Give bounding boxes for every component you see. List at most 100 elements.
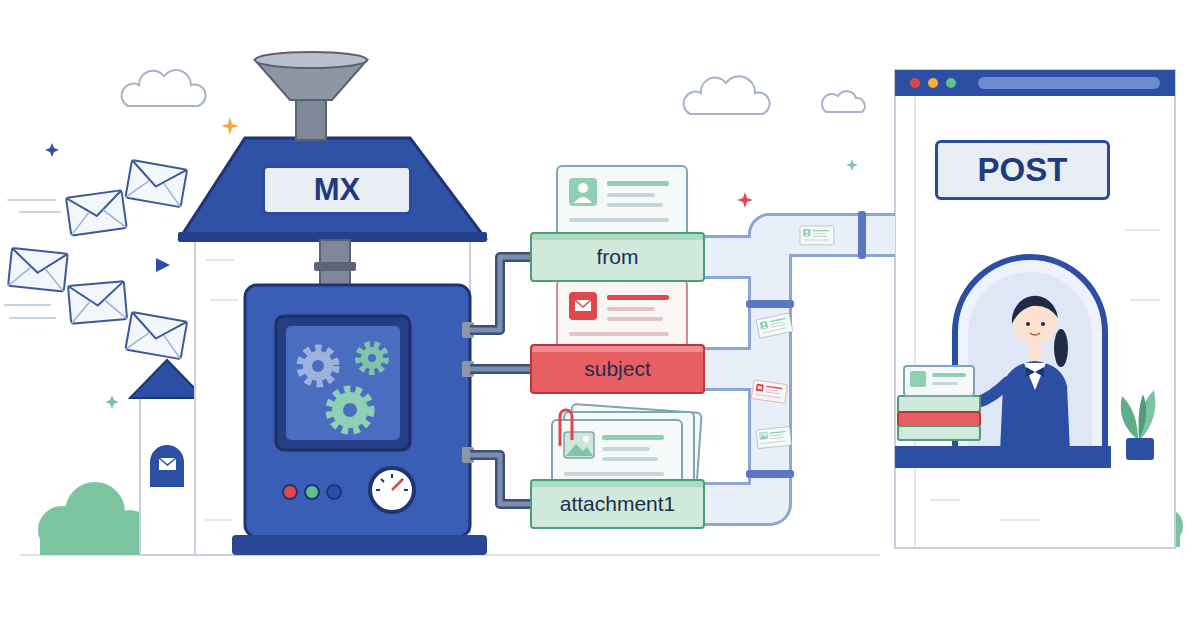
feed-pipe <box>470 367 530 372</box>
sorting-machine <box>301 349 335 383</box>
cloud <box>684 76 770 114</box>
flying-envelope <box>68 281 127 324</box>
small-house <box>130 360 204 398</box>
sorting-machine <box>361 347 383 369</box>
tray-card <box>560 410 572 446</box>
motion-arrow <box>156 258 170 272</box>
card-stack <box>932 382 958 385</box>
speed-line <box>8 199 55 201</box>
post-office <box>1130 299 1160 301</box>
sparkle <box>221 117 239 135</box>
post-office <box>930 499 960 501</box>
pipe-outline <box>470 455 530 504</box>
card-in-pipe <box>800 226 834 245</box>
sorting-machine <box>305 485 319 499</box>
plant <box>1121 390 1156 460</box>
card-stack <box>898 426 980 440</box>
feed-tube <box>314 240 356 288</box>
post-office <box>914 96 916 546</box>
small-house <box>140 392 198 555</box>
post-office <box>895 70 1175 548</box>
card-in-pipe <box>751 226 833 449</box>
sparkle <box>45 143 59 157</box>
sorting-machine <box>359 345 385 371</box>
subject-tray: subject <box>530 344 705 394</box>
sparkle <box>105 395 119 409</box>
cloud <box>122 70 206 106</box>
clerk <box>1026 322 1030 326</box>
cloud <box>122 70 865 114</box>
building <box>195 232 470 555</box>
sorting-machine <box>343 403 357 417</box>
clerk <box>1030 333 1040 335</box>
pipe-outline <box>705 235 895 504</box>
pipe-clamp <box>746 470 794 478</box>
sorting-machine <box>232 285 487 555</box>
feed-tube <box>314 262 356 271</box>
clerk <box>1000 361 1070 452</box>
speed-line <box>10 317 55 319</box>
sorting-machine <box>381 479 384 482</box>
funnel <box>255 52 367 68</box>
building <box>205 519 232 521</box>
clerk <box>1026 367 1044 377</box>
pipe-outline <box>470 257 530 330</box>
sorting-machine <box>359 345 385 371</box>
funnel <box>296 98 326 140</box>
card-stack <box>904 366 974 396</box>
pipe-clamp <box>746 300 794 308</box>
sorting-machine <box>303 351 333 381</box>
sorting-machine <box>368 354 376 362</box>
sorting-machine <box>391 474 393 478</box>
post-office <box>930 230 1160 520</box>
sorting-machine <box>376 489 380 491</box>
post-office <box>895 70 1175 548</box>
cloud <box>822 91 865 112</box>
transfer-pipe <box>705 235 895 504</box>
flying-envelope <box>8 160 187 359</box>
card-stack <box>932 373 966 377</box>
speed-line <box>20 211 60 213</box>
sorting-machine <box>332 392 368 428</box>
clerk <box>969 296 1070 452</box>
sparkle <box>737 192 753 208</box>
post-office <box>1125 229 1160 231</box>
building <box>205 260 238 520</box>
tray-card <box>552 166 702 492</box>
funnel <box>255 52 367 140</box>
pipe-clamp <box>858 211 866 259</box>
clerk <box>1024 363 1046 390</box>
card-in-pipe <box>756 426 792 448</box>
sorting-machine <box>232 535 487 555</box>
tray-label: from <box>597 245 639 269</box>
sorting-machine <box>370 468 414 512</box>
post-office <box>946 78 956 88</box>
tray-label: attachment1 <box>560 492 676 516</box>
card-in-pipe <box>751 380 787 403</box>
small-house <box>150 445 184 487</box>
flying-envelope <box>66 190 127 235</box>
card-stack <box>898 412 980 426</box>
post-office <box>978 77 1160 89</box>
clerk <box>978 382 1008 402</box>
sorting-machine <box>286 326 400 440</box>
post-office <box>1000 519 1040 521</box>
small-house <box>159 458 176 465</box>
counter <box>895 446 1111 468</box>
feed-pipe <box>470 257 530 330</box>
tray-label: subject <box>584 357 651 381</box>
building <box>205 259 235 261</box>
sorting-machine <box>301 349 335 383</box>
sorting-machine <box>392 480 402 490</box>
building <box>180 138 485 238</box>
post-office <box>968 272 1092 456</box>
building <box>210 299 238 301</box>
sign-label: MX <box>262 165 412 215</box>
bush <box>40 530 152 555</box>
tray-card <box>557 166 687 238</box>
sorting-machine <box>245 285 470 537</box>
post-office <box>928 78 938 88</box>
